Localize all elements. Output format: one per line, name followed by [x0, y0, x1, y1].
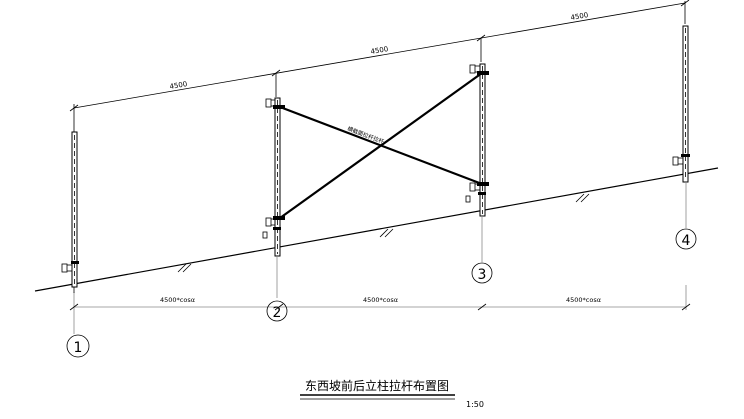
ground-hatch-marks — [177, 193, 590, 273]
svg-text:1: 1 — [74, 340, 83, 356]
axis-bubble-3: 3 — [471, 262, 493, 284]
top-dim-label-2: 4500 — [370, 45, 389, 56]
drawing-title: 东西坡前后立柱拉杆布置图 — [305, 378, 449, 393]
bottom-dim-label-1: 4500*cosα — [160, 296, 195, 304]
axis-bubble-1: 1 — [66, 334, 90, 358]
bottom-dim-label-2: 4500*cosα — [363, 296, 398, 304]
drawing-scale: 1:50 — [466, 400, 484, 409]
svg-text:4: 4 — [682, 233, 691, 249]
tie-rod-lower-to-upper — [279, 72, 483, 219]
column-4 — [672, 25, 690, 228]
column-1 — [61, 131, 79, 293]
top-dim-label-1: 4500 — [169, 80, 188, 91]
bottom-dimension-line — [69, 285, 691, 334]
ground-slope-line — [34, 167, 719, 292]
top-dimension-line — [69, 0, 690, 132]
bottom-dim-label-3: 4500*cosα — [566, 296, 601, 304]
column-2 — [262, 97, 285, 298]
axis-bubble-4: 4 — [675, 228, 697, 250]
column-3 — [465, 63, 489, 262]
svg-text:2: 2 — [273, 305, 282, 321]
svg-text:3: 3 — [478, 267, 487, 283]
axis-bubble-2: 2 — [266, 300, 288, 322]
top-dim-label-3: 4500 — [570, 11, 589, 22]
